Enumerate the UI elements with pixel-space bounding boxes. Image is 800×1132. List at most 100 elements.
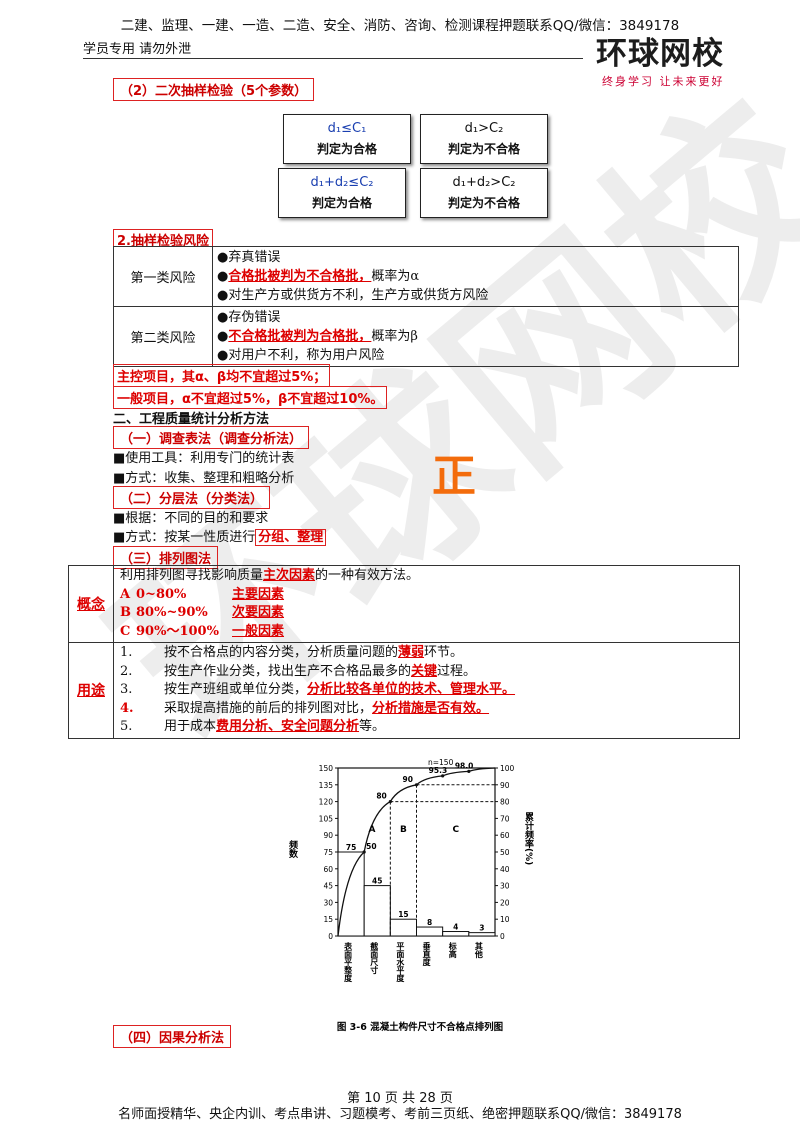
y2-tick-label: 50 [500, 848, 510, 857]
y2-tick-label: 40 [500, 865, 510, 874]
y-axis-label: 频数 [287, 839, 298, 859]
use-item: 4.采取提高措施的前后的排列图对比，分析措施是否有效。 [120, 700, 733, 719]
y-tick-label: 135 [319, 781, 334, 790]
use-emphasis: 关键 [411, 663, 438, 679]
use-text: 环节。 [424, 645, 464, 660]
bullet: ● [217, 329, 229, 344]
criteria-box-4: d₁+d₂>C₂ 判定为不合格 [420, 168, 548, 218]
category-label: 平面水平度 [395, 942, 405, 983]
category-label: 标高 [448, 941, 457, 959]
cumulative-point-label: 80 [376, 792, 386, 801]
use-number: 2. [120, 663, 133, 679]
cumulative-point-label: 98.0 [455, 761, 474, 770]
header-divider [83, 58, 583, 59]
stratification-basis: ■根据：不同的目的和要求 [113, 511, 269, 526]
y-tick-label: 15 [323, 915, 333, 924]
class-range: 0~80% [136, 586, 187, 602]
bar-value-label: 75 [346, 843, 356, 852]
use-text: 按生产作业分类，找出生产不合格品最多的 [164, 663, 412, 679]
category-label: 其他 [474, 941, 483, 959]
bar [442, 931, 470, 937]
intro-text: 利用排列图寻找影响质量 [120, 568, 264, 583]
y-tick-label: 75 [323, 848, 333, 857]
y-tick-label: 30 [323, 898, 333, 907]
category-label: 垂直度 [421, 941, 431, 967]
risk-line: ●不合格批被判为合格批，概率为β [217, 327, 734, 346]
risk-heading: 2.抽样检验风险 [113, 229, 213, 249]
bar-value-label: 45 [372, 877, 382, 886]
use-item: 3. 按生产班组或单位分类，分析比较各单位的技术、管理水平。 [120, 681, 733, 700]
stratification-method: ■方式：按某一性质进行分组、整理 [113, 526, 327, 546]
y2-tick-label: 10 [500, 915, 510, 924]
y2-tick-label: 60 [500, 831, 510, 840]
risk-emphasis: 不合格批被判为合格批， [228, 329, 372, 344]
concept-intro: 利用排列图寻找影响质量主次因素的一种有效方法。 [120, 567, 733, 586]
class-range: 80%~90% [136, 605, 208, 620]
footer-contact-line: 名师面授精华、央企内训、考点串讲、习题模考、考前三页纸、绝密押题联系QQ/微信：… [118, 1107, 682, 1122]
risk-emphasis: 合格批被判为不合格批， [228, 269, 372, 284]
criteria-formula: d₁>C₂ [464, 121, 504, 136]
page-number: 第 10 页 共 28 页 [347, 1091, 453, 1106]
y2-tick-label: 90 [500, 781, 510, 790]
y2-tick-label: 20 [500, 898, 510, 907]
category-label: 表面平整度 [343, 941, 353, 983]
cause-analysis-heading: （四）因果分析法 [113, 1025, 232, 1048]
y2-tick-label: 30 [500, 882, 510, 891]
y-tick-label: 120 [319, 798, 334, 807]
pareto-use-row: 用途 1.按不合格点的内容分类，分析质量问题的薄弱环节。 2.按生产作业分类，找… [68, 642, 740, 739]
y-tick-label: 45 [323, 882, 333, 891]
y2-tick-label: 80 [500, 798, 510, 807]
class-range: 90%～100% [136, 623, 219, 639]
y2-axis-label: 累计频率(%) [523, 811, 534, 865]
use-text: 按生产班组或单位分类， [164, 682, 308, 697]
use-detail: 1.按不合格点的内容分类，分析质量问题的薄弱环节。 2.按生产作业分类，找出生产… [113, 642, 740, 739]
zone-label: C [452, 825, 459, 835]
risk-row: 第一类风险 ●弃真错误 ●合格批被判为不合格批，概率为α ●对生产方或供货方不利… [113, 246, 739, 307]
bar-value-label: 4 [453, 923, 458, 932]
category-label: 截面尺寸 [370, 941, 379, 975]
criteria-formula: d₁+d₂>C₂ [452, 175, 516, 190]
risk-line: ●合格批被判为不合格批，概率为α [217, 267, 734, 286]
pareto-chart: 0153045607590105120135150010203040506070… [287, 758, 534, 1033]
zone-label: B [400, 825, 407, 835]
cumulative-point-label: 50 [366, 842, 376, 851]
chart-caption: 图 3-6 混凝土构件尺寸不合格点排列图 [337, 1021, 503, 1033]
criteria-verdict: 判定为合格 [316, 142, 377, 156]
stamp-mark: 正 [432, 451, 476, 502]
concept-label: 概念 [68, 565, 114, 643]
use-text: 过程。 [437, 663, 477, 679]
intro-emphasis: 主次因素 [263, 568, 316, 583]
bar-value-label: 15 [398, 910, 408, 919]
use-emphasis: 分析措施是否有效。 [372, 700, 490, 716]
risk-line: ●对生产方或供货方不利，生产方或供货方风险 [217, 288, 489, 303]
class-meaning: 次要因素 [232, 605, 285, 620]
y-tick-label: 90 [323, 831, 333, 840]
class-meaning: 主要因素 [232, 586, 285, 602]
bar-value-label: 8 [427, 918, 432, 927]
y2-tick-label: 70 [500, 814, 510, 823]
criteria-box-1: d₁≤C₁ 判定为合格 [283, 114, 411, 164]
y-tick-label: 105 [319, 814, 334, 823]
y-tick-label: 60 [323, 865, 333, 874]
risk-detail: ●存伪错误 ●不合格批被判为合格批，概率为β ●对用户不利，称为用户风险 [212, 306, 739, 367]
header-contact-line: 二建、监理、一建、一造、二造、安全、消防、咨询、检测课程押题联系QQ/微信：38… [120, 18, 680, 34]
bar [416, 926, 444, 937]
cumulative-point [362, 850, 366, 854]
double-sampling-heading: （2）二次抽样检验（5个参数） [113, 78, 315, 101]
cumulative-point [441, 774, 445, 778]
use-item: 5.用于成本费用分析、安全问题分析等。 [120, 718, 733, 737]
survey-table-heading: （一）调查表法（调查分析法） [113, 426, 310, 449]
use-emphasis: 分析比较各单位的技术、管理水平。 [307, 682, 516, 697]
bar [337, 851, 365, 937]
stats-methods-heading: 二、工程质量统计分析方法 [113, 412, 270, 427]
risk-probability: 概率为α [371, 269, 420, 284]
use-number: 5. [120, 719, 133, 734]
use-number: 3. [120, 682, 133, 697]
risk-line: ●存伪错误 [217, 310, 281, 325]
bar [363, 885, 391, 937]
cumulative-point-label: 90 [403, 775, 413, 784]
use-emphasis: 费用分析、安全问题分析 [216, 719, 360, 734]
criteria-box-2: d₁>C₂ 判定为不合格 [420, 114, 548, 164]
